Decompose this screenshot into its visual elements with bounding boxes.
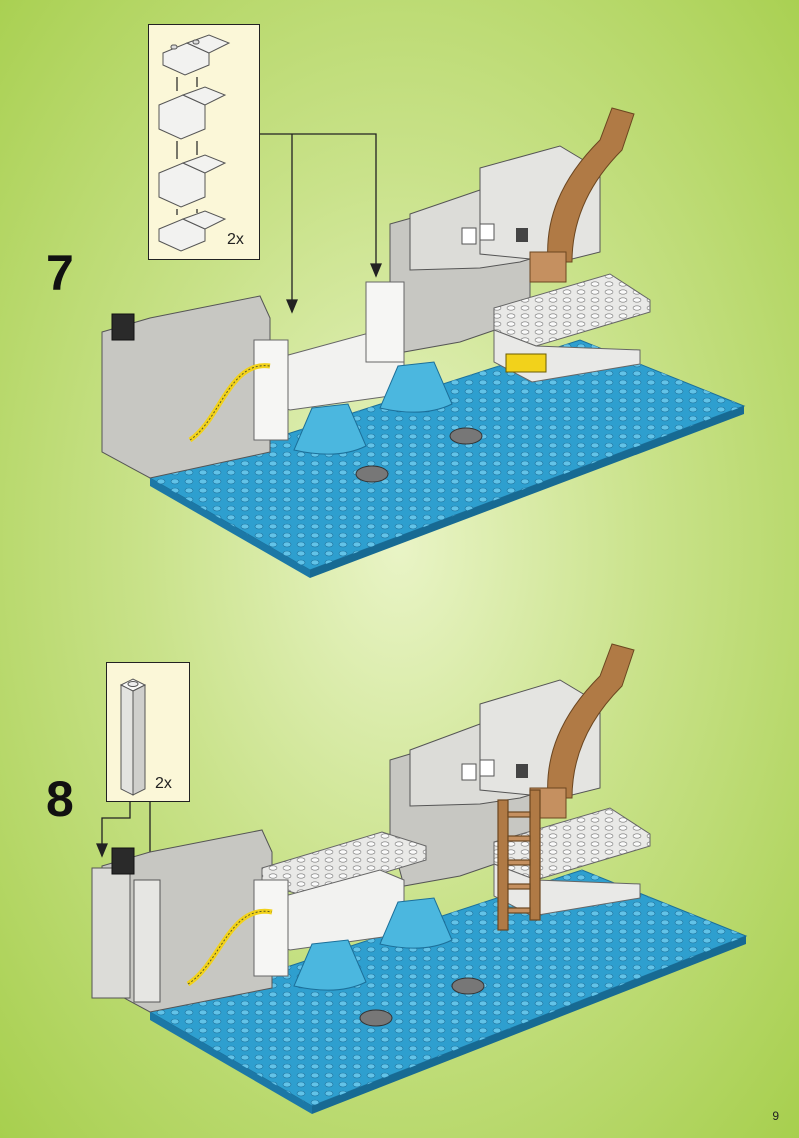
multiplier-label: 2x — [227, 231, 244, 249]
parts-illustration — [107, 663, 189, 801]
parts-callout: 2x — [106, 662, 190, 802]
multiplier-label: 2x — [155, 775, 172, 793]
step-number: 7 — [46, 248, 74, 298]
step-number: 8 — [46, 774, 74, 824]
parts-callout: 2x — [148, 24, 260, 260]
page-number: 9 — [772, 1109, 779, 1123]
step8-model — [92, 644, 746, 1114]
parts-illustration — [149, 25, 259, 259]
